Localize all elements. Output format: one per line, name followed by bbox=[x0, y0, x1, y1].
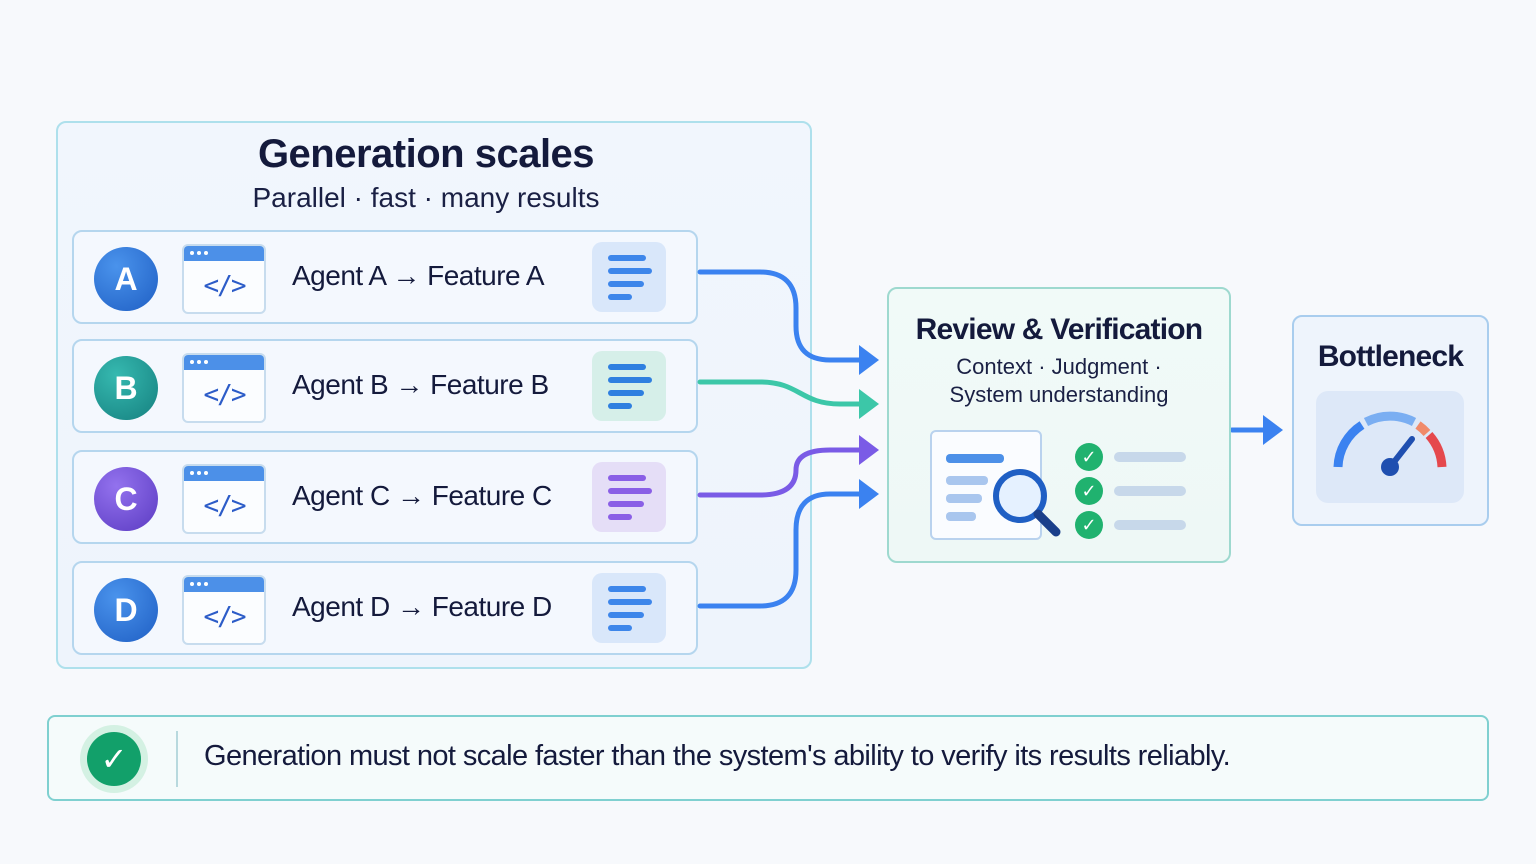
check-icon: ✓ bbox=[1075, 511, 1103, 539]
checklist-line bbox=[1114, 486, 1186, 496]
document-icon bbox=[592, 462, 666, 532]
agent-row-c: C </> Agent C → Feature C bbox=[72, 450, 698, 544]
arrow-d-to-review bbox=[697, 479, 879, 609]
agent-badge: B bbox=[94, 356, 158, 420]
code-window-icon: </> bbox=[182, 575, 266, 645]
generation-title: Generation scales bbox=[257, 132, 595, 176]
agent-label: Agent B → Feature B bbox=[292, 369, 549, 400]
document-icon bbox=[592, 242, 666, 312]
banner-text: Generation must not scale faster than th… bbox=[204, 740, 1231, 772]
agent-badge: A bbox=[94, 247, 158, 311]
review-subtitle-line1: Context · Judgment · bbox=[956, 354, 1162, 379]
agent-badge: C bbox=[94, 467, 158, 531]
generation-subtitle: Parallel · fast · many results bbox=[252, 182, 600, 213]
arrow-a-to-review bbox=[697, 269, 879, 375]
arrow-c-to-review bbox=[697, 435, 879, 498]
bottleneck-title: Bottleneck bbox=[1317, 340, 1464, 373]
agent-row-b: B </> Agent B → Feature B bbox=[72, 339, 698, 433]
arrow-b-to-review bbox=[697, 379, 879, 419]
magnifier-icon bbox=[993, 469, 1061, 537]
document-icon bbox=[592, 351, 666, 421]
code-window-icon: </> bbox=[182, 353, 266, 423]
agent-row-d: D </> Agent D → Feature D bbox=[72, 561, 698, 655]
agent-row-a: A </> Agent A → Feature A bbox=[72, 230, 698, 324]
agent-label: Agent D → Feature D bbox=[292, 591, 552, 622]
banner-divider bbox=[176, 731, 178, 787]
review-subtitle-line2: System understanding bbox=[949, 382, 1169, 407]
document-icon bbox=[592, 573, 666, 643]
check-icon: ✓ bbox=[1075, 477, 1103, 505]
check-circle-icon: ✓ bbox=[80, 725, 148, 793]
agent-badge: D bbox=[94, 578, 158, 642]
code-window-icon: </> bbox=[182, 464, 266, 534]
checklist-line bbox=[1114, 520, 1186, 530]
code-window-icon: </> bbox=[182, 244, 266, 314]
review-title: Review & Verification bbox=[915, 313, 1203, 346]
agent-label: Agent C → Feature C bbox=[292, 480, 552, 511]
checklist-line bbox=[1114, 452, 1186, 462]
conclusion-banner bbox=[47, 715, 1489, 801]
agent-label: Agent A → Feature A bbox=[292, 260, 545, 291]
speedometer-icon bbox=[1333, 411, 1447, 476]
check-icon: ✓ bbox=[1075, 443, 1103, 471]
